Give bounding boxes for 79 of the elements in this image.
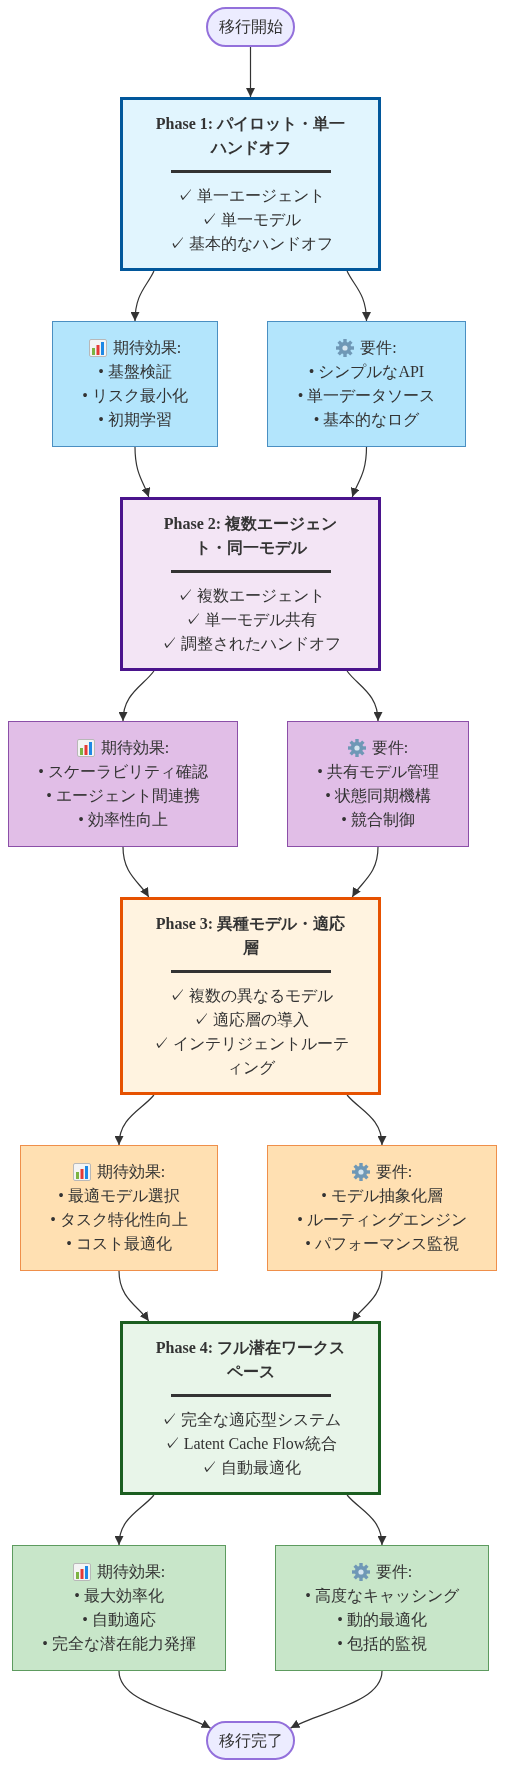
bullet-item: • 最大効率化 (74, 1586, 164, 1606)
bullet-item: • 高度なキャッシング (305, 1586, 459, 1606)
section-heading: 期待効果: (96, 1162, 166, 1182)
checklist-item: ✓ 自動最適化 (200, 1458, 301, 1478)
info-box (8, 721, 238, 847)
bullet-item: • シンプルなAPI (308, 362, 425, 382)
info-box (267, 321, 466, 447)
checklist-item: ✓ Latent Cache Flow統合 (163, 1434, 338, 1454)
bullet-item: • リスク最小化 (82, 386, 188, 406)
arrow (246, 46, 255, 98)
bullet-item: • 基本的なログ (313, 410, 420, 430)
arrow (351, 1270, 383, 1322)
arrow (115, 1094, 155, 1146)
checklist-item: ✓ 基本的なハンドオフ (168, 234, 333, 254)
bullet-item: • 完全な潜在能力発揮 (42, 1634, 196, 1654)
arrow (346, 1494, 386, 1546)
checklist-item: ✓ 適応層の導入 (192, 1010, 309, 1030)
arrow (130, 270, 155, 322)
arrow (346, 270, 371, 322)
info-box (12, 1545, 226, 1671)
section-heading: 要件: (375, 1562, 413, 1582)
terminal-node: 移行開始 (206, 7, 295, 47)
arrow (115, 1494, 155, 1546)
section-heading: 要件: (375, 1162, 413, 1182)
arrow (122, 846, 150, 898)
checklist-item: ✓ 単一モデル共有 (184, 610, 317, 630)
phase-title: Phase 4: フル潜在ワークスペース (154, 1338, 347, 1382)
info-box (275, 1545, 489, 1671)
arrow (134, 446, 150, 498)
bullet-item: • 初期学習 (98, 410, 172, 430)
phase-box (120, 497, 381, 671)
arrow (119, 670, 155, 722)
bullet-item: • エージェント間連携 (46, 786, 200, 806)
bullet-item: • タスク特化性向上 (50, 1210, 188, 1230)
bullet-item: • 効率性向上 (78, 810, 168, 830)
checklist-item: ✓ 完全な適応型システム (160, 1410, 341, 1430)
bullet-item: • パフォーマンス監視 (305, 1234, 459, 1254)
section-heading: 要件: (360, 338, 397, 358)
arrow (289, 1670, 383, 1729)
bullet-item: • モデル抽象化層 (321, 1186, 443, 1206)
bullet-item: • スケーラビリティ確認 (38, 762, 208, 782)
bullet-item: • 動的最適化 (337, 1610, 427, 1630)
phase-title: Phase 1: パイロット・単一ハンドオフ (154, 114, 347, 158)
section-heading: 期待効果: (112, 338, 182, 358)
bullet-item: • 自動適応 (82, 1610, 156, 1630)
info-box (287, 721, 469, 847)
bullet-item: • 競合制御 (341, 810, 415, 830)
info-box (20, 1145, 218, 1271)
checklist-item: ✓ 複数エージェント (176, 586, 325, 606)
bullet-item: • 状態同期機構 (325, 786, 431, 806)
checklist-item: ✓ 複数の異なるモデル (168, 986, 333, 1006)
bullet-item: • 基盤検証 (98, 362, 172, 382)
checklist-item: ✓ インテリジェントルーティング (151, 1034, 350, 1078)
phase-box (120, 1321, 381, 1495)
bullet-item: • 単一データソース (297, 386, 436, 406)
info-box (52, 321, 218, 447)
arrow (346, 1094, 386, 1146)
terminal-node: 移行完了 (206, 1721, 295, 1760)
arrow (351, 446, 368, 498)
arrow (118, 1670, 212, 1729)
phase-title: Phase 3: 異種モデル・適応層 (154, 914, 347, 958)
bullet-item: • 共有モデル管理 (317, 762, 439, 782)
arrow (346, 670, 382, 722)
section-heading: 要件: (371, 738, 409, 758)
checklist-item: ✓ 調整されたハンドオフ (160, 634, 341, 654)
checklist-item: ✓ 単一エージェント (176, 186, 325, 206)
arrow (351, 846, 379, 898)
phase-box (120, 897, 381, 1095)
bullet-item: • ルーティングエンジン (297, 1210, 467, 1230)
phase-title: Phase 2: 複数エージェント・同一モデル (162, 514, 339, 558)
bullet-item: • 包括的監視 (337, 1634, 427, 1654)
info-box (267, 1145, 497, 1271)
section-heading: 期待効果: (96, 1562, 166, 1582)
phase-box (120, 97, 381, 271)
bullet-item: • コスト最適化 (66, 1234, 172, 1254)
bullet-item: • 最適モデル選択 (58, 1186, 180, 1206)
section-heading: 期待効果: (100, 738, 170, 758)
arrow (118, 1270, 150, 1322)
checklist-item: ✓ 単一モデル (200, 210, 301, 230)
